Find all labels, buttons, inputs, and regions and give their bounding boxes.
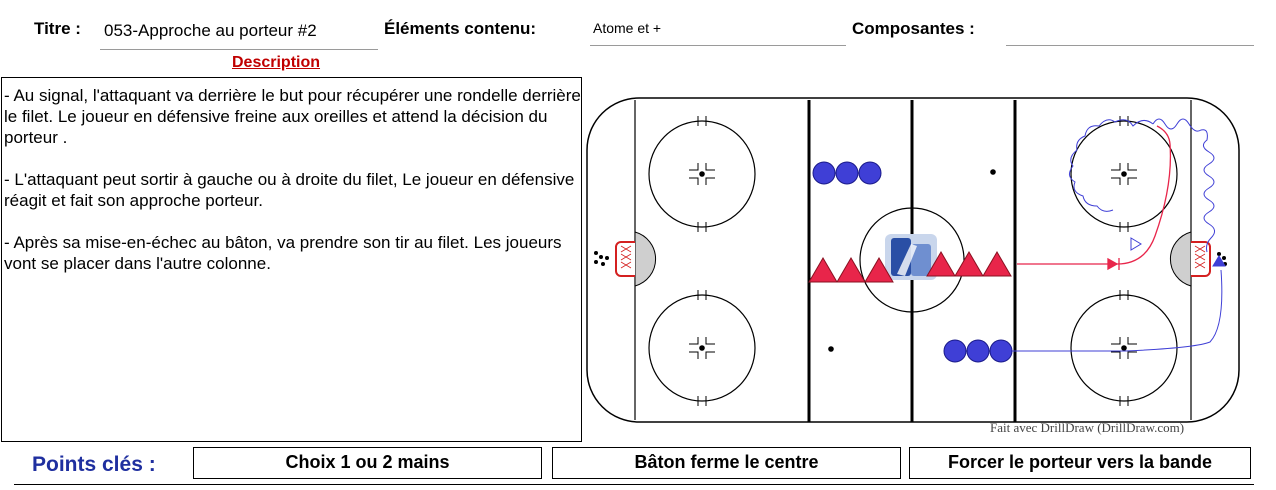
- crease-right: [1169, 231, 1192, 287]
- hockey-logo-icon: [885, 234, 937, 280]
- drilldraw-credit: Fait avec DrillDraw (DrillDraw.com): [990, 420, 1185, 435]
- faceoff-circle-top-right: [1070, 116, 1178, 232]
- net-right-icon: [1191, 241, 1211, 277]
- title-label: Titre :: [34, 19, 81, 38]
- description-paragraph-2: - L'attaquant peut sortir à gauche ou à …: [4, 170, 575, 210]
- bottom-divider: [14, 484, 1254, 485]
- defender-circle-icon: [812, 161, 836, 185]
- defender-circle-icon: [858, 161, 882, 185]
- attacker-group-right: [926, 251, 1012, 277]
- title-field[interactable]: 053-Approche au porteur #2: [104, 21, 317, 40]
- defender-circle-icon: [943, 339, 967, 363]
- description-paragraph-1: - Au signal, l'attaquant va derrière le …: [4, 86, 581, 147]
- key-point-3[interactable]: Forcer le porteur vers la bande: [909, 447, 1251, 479]
- attacker-triangle-icon: [836, 257, 866, 283]
- hockey-rink-diagram: [586, 97, 1240, 423]
- attacker-group-left: [808, 257, 894, 283]
- description-box[interactable]: - Au signal, l'attaquant va derrière le …: [1, 77, 582, 442]
- puck-pile-left-icon: [594, 251, 609, 266]
- content-field[interactable]: Atome et +: [593, 20, 662, 36]
- description-paragraph-3: - Après sa mise-en-échec au bâton, va pr…: [4, 233, 562, 273]
- key-point-1[interactable]: Choix 1 ou 2 mains: [193, 447, 542, 479]
- attacker-path: [1017, 125, 1172, 271]
- neutral-dot-bottom-left: [828, 346, 834, 352]
- attacker-triangle-icon: [926, 251, 956, 277]
- attacker-triangle-icon: [982, 251, 1012, 277]
- key-points-label: Points clés :: [32, 453, 156, 476]
- net-left-icon: [615, 241, 635, 277]
- faceoff-circle-top-left: [648, 116, 756, 232]
- key-point-2[interactable]: Bâton ferme le centre: [552, 447, 901, 479]
- crease-left: [634, 231, 657, 287]
- attacker-triangle-icon: [954, 251, 984, 277]
- description-heading: Description: [232, 54, 321, 71]
- attacker-triangle-icon: [808, 257, 838, 283]
- defender-circle-icon: [989, 339, 1013, 363]
- attacker-triangle-icon: [864, 257, 894, 283]
- defender-circle-icon: [966, 339, 990, 363]
- components-underline: [1006, 45, 1254, 46]
- defender-group-top: [812, 161, 882, 185]
- content-underline: [590, 45, 846, 46]
- components-label: Composantes :: [852, 19, 975, 38]
- defender-group-bottom: [943, 339, 1013, 363]
- faceoff-circle-bottom-left: [648, 290, 756, 406]
- defender-path-bottom: [1012, 269, 1223, 352]
- defender-circle-icon: [835, 161, 859, 185]
- content-label: Éléments contenu:: [384, 19, 537, 38]
- defender-wavy-path: [1069, 118, 1226, 267]
- title-underline: [100, 49, 378, 50]
- neutral-dot-top-right: [990, 169, 996, 175]
